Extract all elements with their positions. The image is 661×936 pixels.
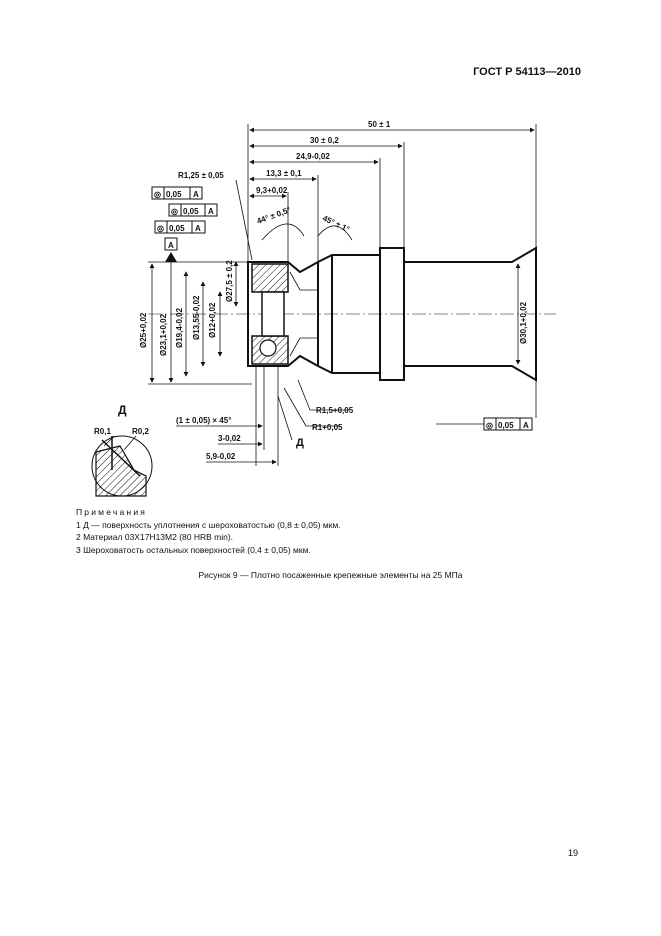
view-label: Д [296, 437, 304, 449]
dim-length-9: 9,3+0,02 [256, 186, 288, 195]
note-item: 3 Шероховатость остальных поверхностей (… [76, 544, 311, 555]
svg-text:0,05: 0,05 [183, 207, 199, 216]
concentricity-icon: ◎ [157, 224, 164, 233]
dim-angle-left: 44° ± 0,5° [256, 205, 292, 226]
dim-d27: Ø27,5 ± 0,2 [225, 260, 234, 302]
dim-d25: Ø25+0,02 [139, 312, 148, 348]
svg-text:0,05: 0,05 [166, 190, 182, 199]
dim-radius-top: R1,25 ± 0,05 [178, 171, 224, 180]
dim-total-length: 50 ± 1 [368, 120, 391, 129]
tolerance-frame-1: ◎ 0,05 A [151, 186, 203, 200]
tolerance-frame-3: ◎ 0,05 A [154, 220, 206, 234]
dim-d23: Ø23,1+0,02 [159, 313, 168, 356]
tolerance-frame-4: ◎ 0,05 A [483, 417, 533, 431]
dim-chamfer: (1 ± 0,05) × 45° [176, 416, 231, 425]
dim-length-3: 3-0,02 [218, 434, 241, 443]
concentricity-icon: ◎ [486, 421, 493, 430]
dim-d12: Ø12+0,02 [208, 302, 217, 338]
concentricity-icon: ◎ [154, 190, 161, 199]
dim-d13: Ø13,55-0,02 [192, 295, 201, 340]
dim-radius-1-5: R1,5+0,05 [316, 406, 354, 415]
dim-radius-1: R1+0,05 [312, 423, 343, 432]
detail-title: Д [118, 403, 127, 417]
note-item: 2 Материал 03Х17Н13М2 (80 HRB min). [76, 532, 234, 542]
datum-triangle [165, 252, 177, 262]
figure-caption: Рисунок 9 — Плотно посаженные крепежные … [198, 570, 463, 580]
datum-label: A [168, 241, 174, 250]
svg-text:A: A [523, 421, 529, 430]
svg-text:0,05: 0,05 [169, 224, 185, 233]
page-number: 19 [567, 848, 578, 858]
svg-text:A: A [193, 190, 199, 199]
notes-title: Примечания [76, 507, 148, 517]
standard-header: ГОСТ Р 54113—2010 [473, 66, 581, 78]
notes-block: Примечания 1 Д — поверхность уплотнения … [76, 506, 341, 556]
detail-view: Д R0,1 R0,2 [91, 403, 153, 497]
dim-d19: Ø19,4-0,02 [175, 307, 184, 348]
dim-d30: Ø30,1+0,02 [519, 301, 528, 344]
note-item: 1 Д — поверхность уплотнения с шероховат… [76, 519, 341, 530]
bore [261, 291, 285, 337]
dim-angle-right: 45° ± 1° [321, 214, 351, 234]
seal-ring [259, 339, 277, 357]
svg-text:A: A [208, 207, 214, 216]
section-hatch-top [251, 263, 289, 293]
dim-length-30: 30 ± 0,2 [310, 136, 339, 145]
svg-text:0,05: 0,05 [498, 421, 514, 430]
concentricity-icon: ◎ [171, 207, 178, 216]
detail-radius-right: R0,2 [132, 427, 149, 436]
dim-length-5: 5,9-0,02 [206, 452, 236, 461]
svg-text:A: A [195, 224, 201, 233]
tolerance-frame-2: ◎ 0,05 A [168, 203, 218, 217]
dim-length-24: 24,9-0,02 [296, 152, 330, 161]
detail-radius-left: R0,1 [94, 427, 111, 436]
dim-length-13: 13,3 ± 0,1 [266, 169, 302, 178]
